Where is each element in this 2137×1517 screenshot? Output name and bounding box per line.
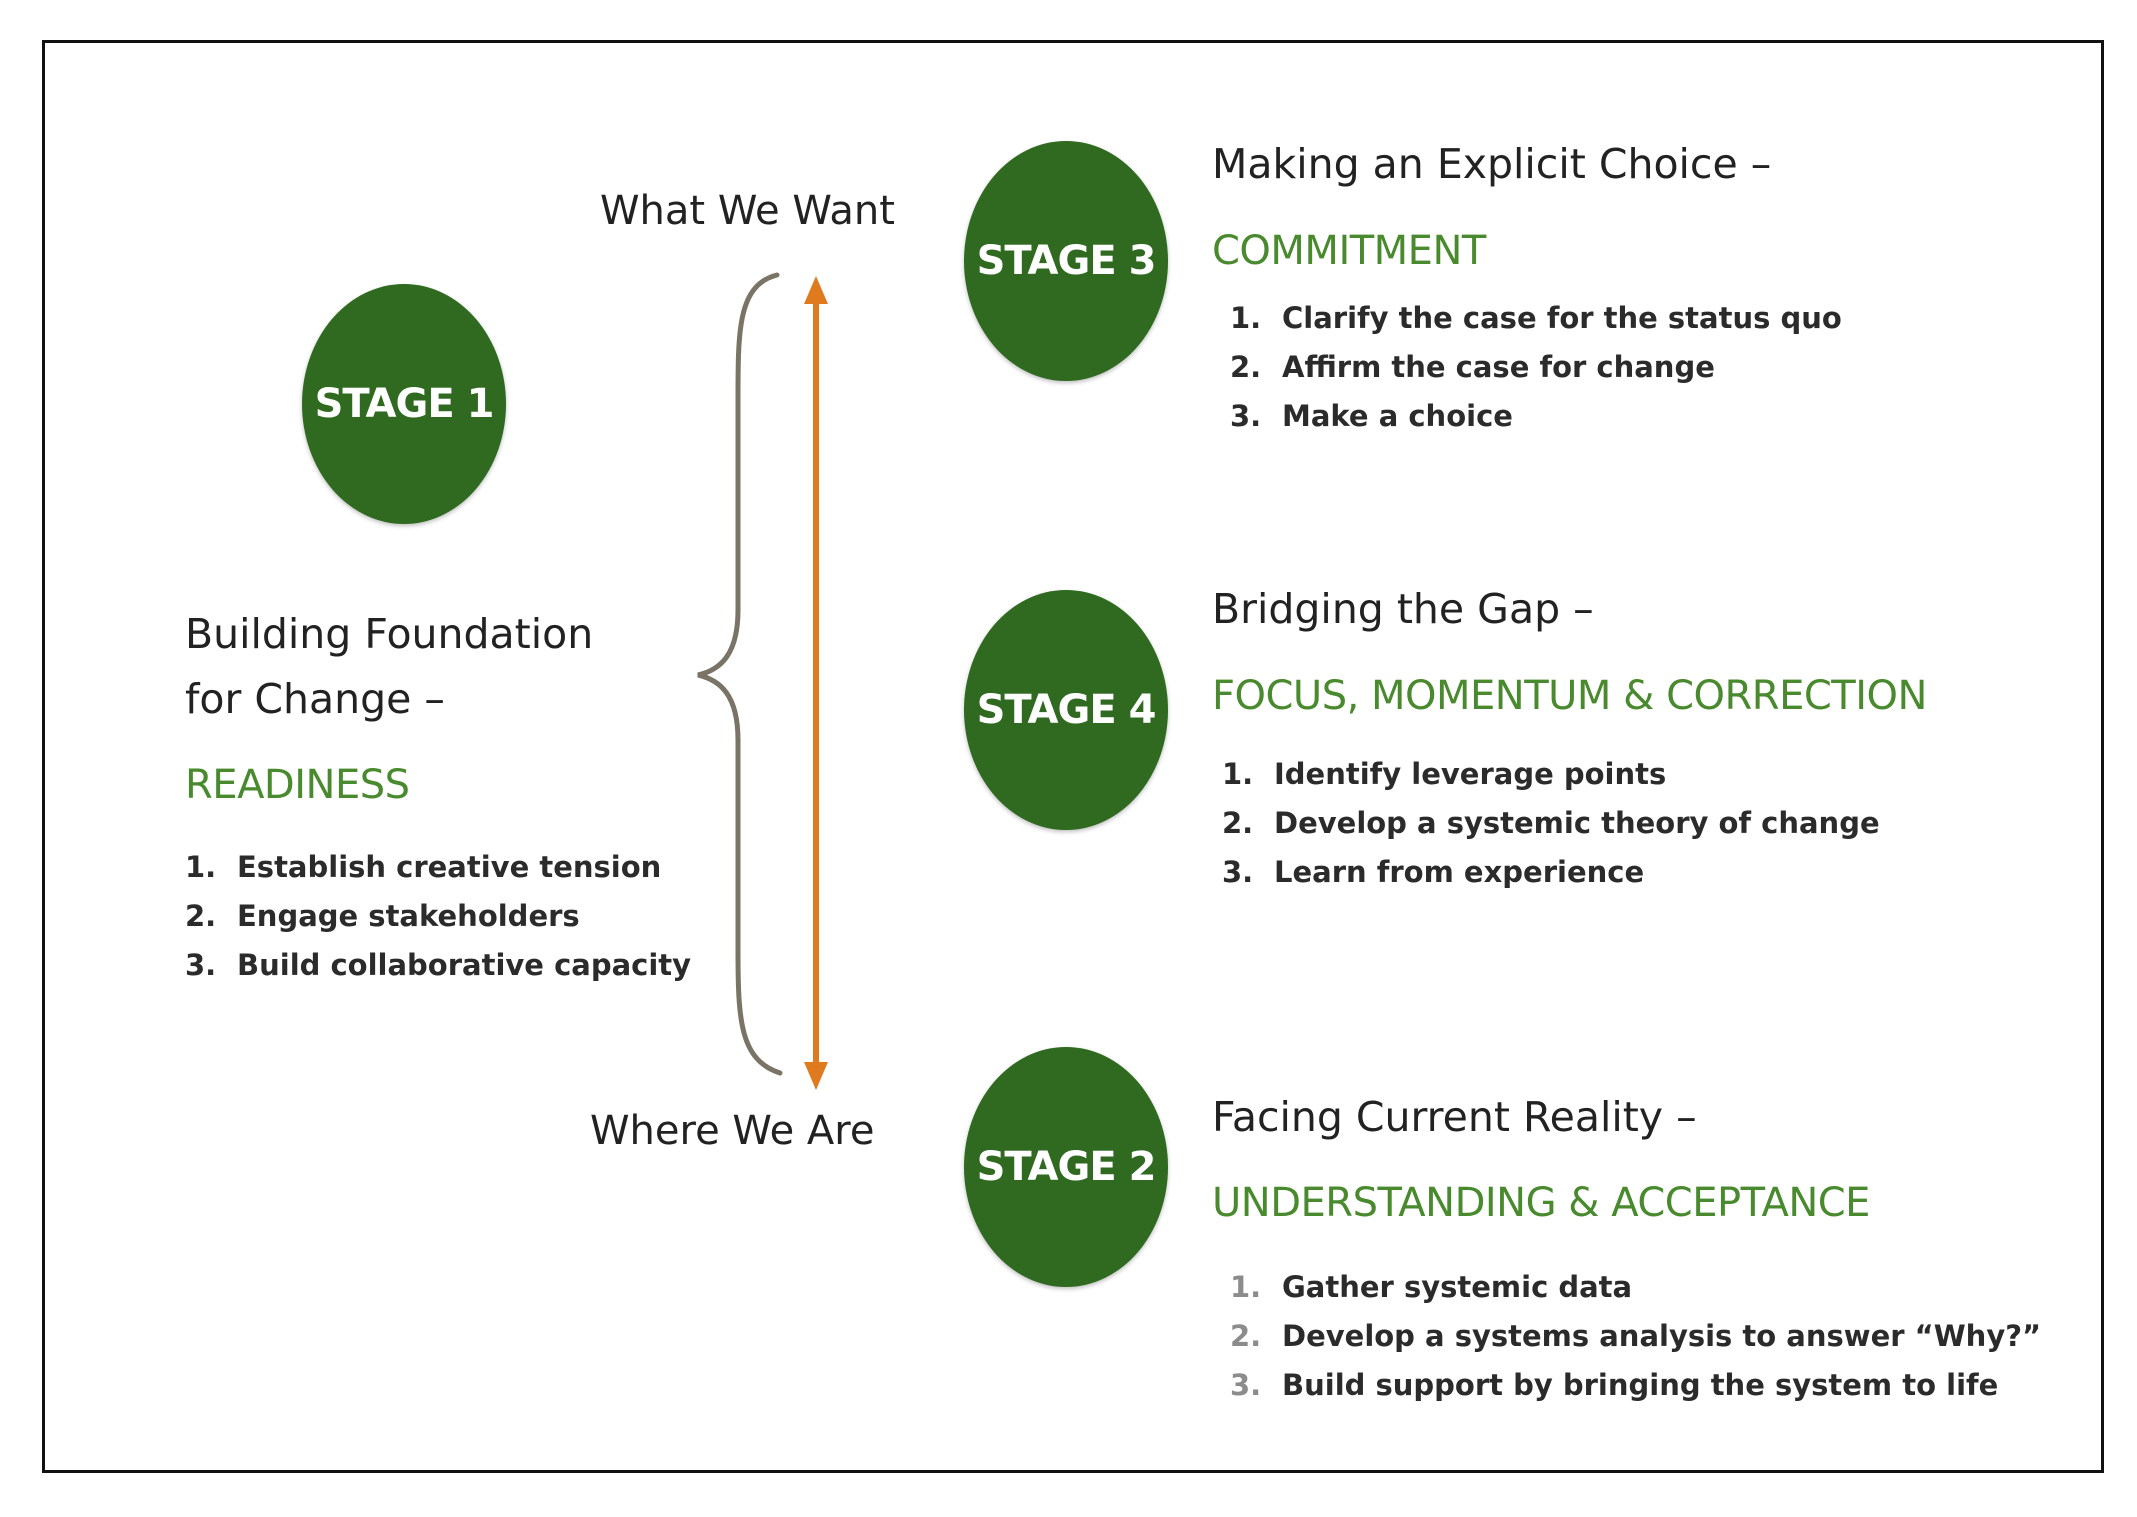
curly-brace: [697, 272, 783, 1076]
stage-4-subtitle: FOCUS, MOMENTUM & CORRECTION: [1212, 673, 1927, 719]
stage-4-label: STAGE 4: [976, 687, 1157, 733]
stage-1-circle: STAGE 1: [302, 284, 506, 524]
list-item: 2.Engage stakeholders: [185, 899, 580, 933]
stage-3-steps: 1.Clarify the case for the status quo 2.…: [1230, 294, 1842, 441]
stage-3-label: STAGE 3: [976, 238, 1157, 284]
stage-2-label: STAGE 2: [976, 1144, 1157, 1190]
stage-1-title-line2: for Change –: [185, 675, 445, 723]
list-item: 2.Affirm the case for change: [1230, 350, 1715, 384]
list-item: 3.Build collaborative capacity: [185, 948, 692, 982]
stage-3-title: Making an Explicit Choice –: [1212, 140, 1772, 188]
list-item: 1.Clarify the case for the status quo: [1230, 301, 1842, 335]
stage-3-subtitle: COMMITMENT: [1212, 228, 1486, 274]
list-item: 3.Learn from experience: [1222, 855, 1645, 889]
list-item: 1.Identify leverage points: [1222, 757, 1667, 791]
stage-3-circle: STAGE 3: [964, 141, 1168, 381]
stage-1-steps: 1.Establish creative tension 2.Engage st…: [185, 843, 691, 990]
list-item: 1.Gather systemic data: [1230, 1270, 1633, 1304]
list-item: 3.Make a choice: [1230, 399, 1513, 433]
stage-4-circle: STAGE 4: [964, 590, 1168, 830]
arrow-head-down: [804, 1062, 828, 1090]
stage-4-steps: 1.Identify leverage points 2.Develop a s…: [1222, 750, 1880, 897]
label-what-we-want: What We Want: [600, 188, 895, 234]
diagram-frame: [42, 40, 2104, 1473]
stage-1-title-line1: Building Foundation: [185, 610, 594, 658]
stage-1-label: STAGE 1: [314, 381, 495, 427]
list-item: 1.Establish creative tension: [185, 850, 662, 884]
stage-4-title: Bridging the Gap –: [1212, 585, 1594, 633]
list-item: 2.Develop a systems analysis to answer “…: [1230, 1319, 2042, 1353]
double-arrow: [804, 276, 828, 1090]
label-where-we-are: Where We Are: [590, 1108, 875, 1154]
list-item: 2.Develop a systemic theory of change: [1222, 806, 1880, 840]
stage-2-circle: STAGE 2: [964, 1047, 1168, 1287]
arrow-head-up: [804, 276, 828, 304]
stage-1-subtitle: READINESS: [185, 762, 410, 808]
stage-2-steps: 1.Gather systemic data 2.Develop a syste…: [1230, 1263, 2041, 1410]
stage-2-subtitle: UNDERSTANDING & ACCEPTANCE: [1212, 1180, 1870, 1226]
stage-2-title: Facing Current Reality –: [1212, 1093, 1697, 1141]
list-item: 3.Build support by bringing the system t…: [1230, 1368, 1999, 1402]
